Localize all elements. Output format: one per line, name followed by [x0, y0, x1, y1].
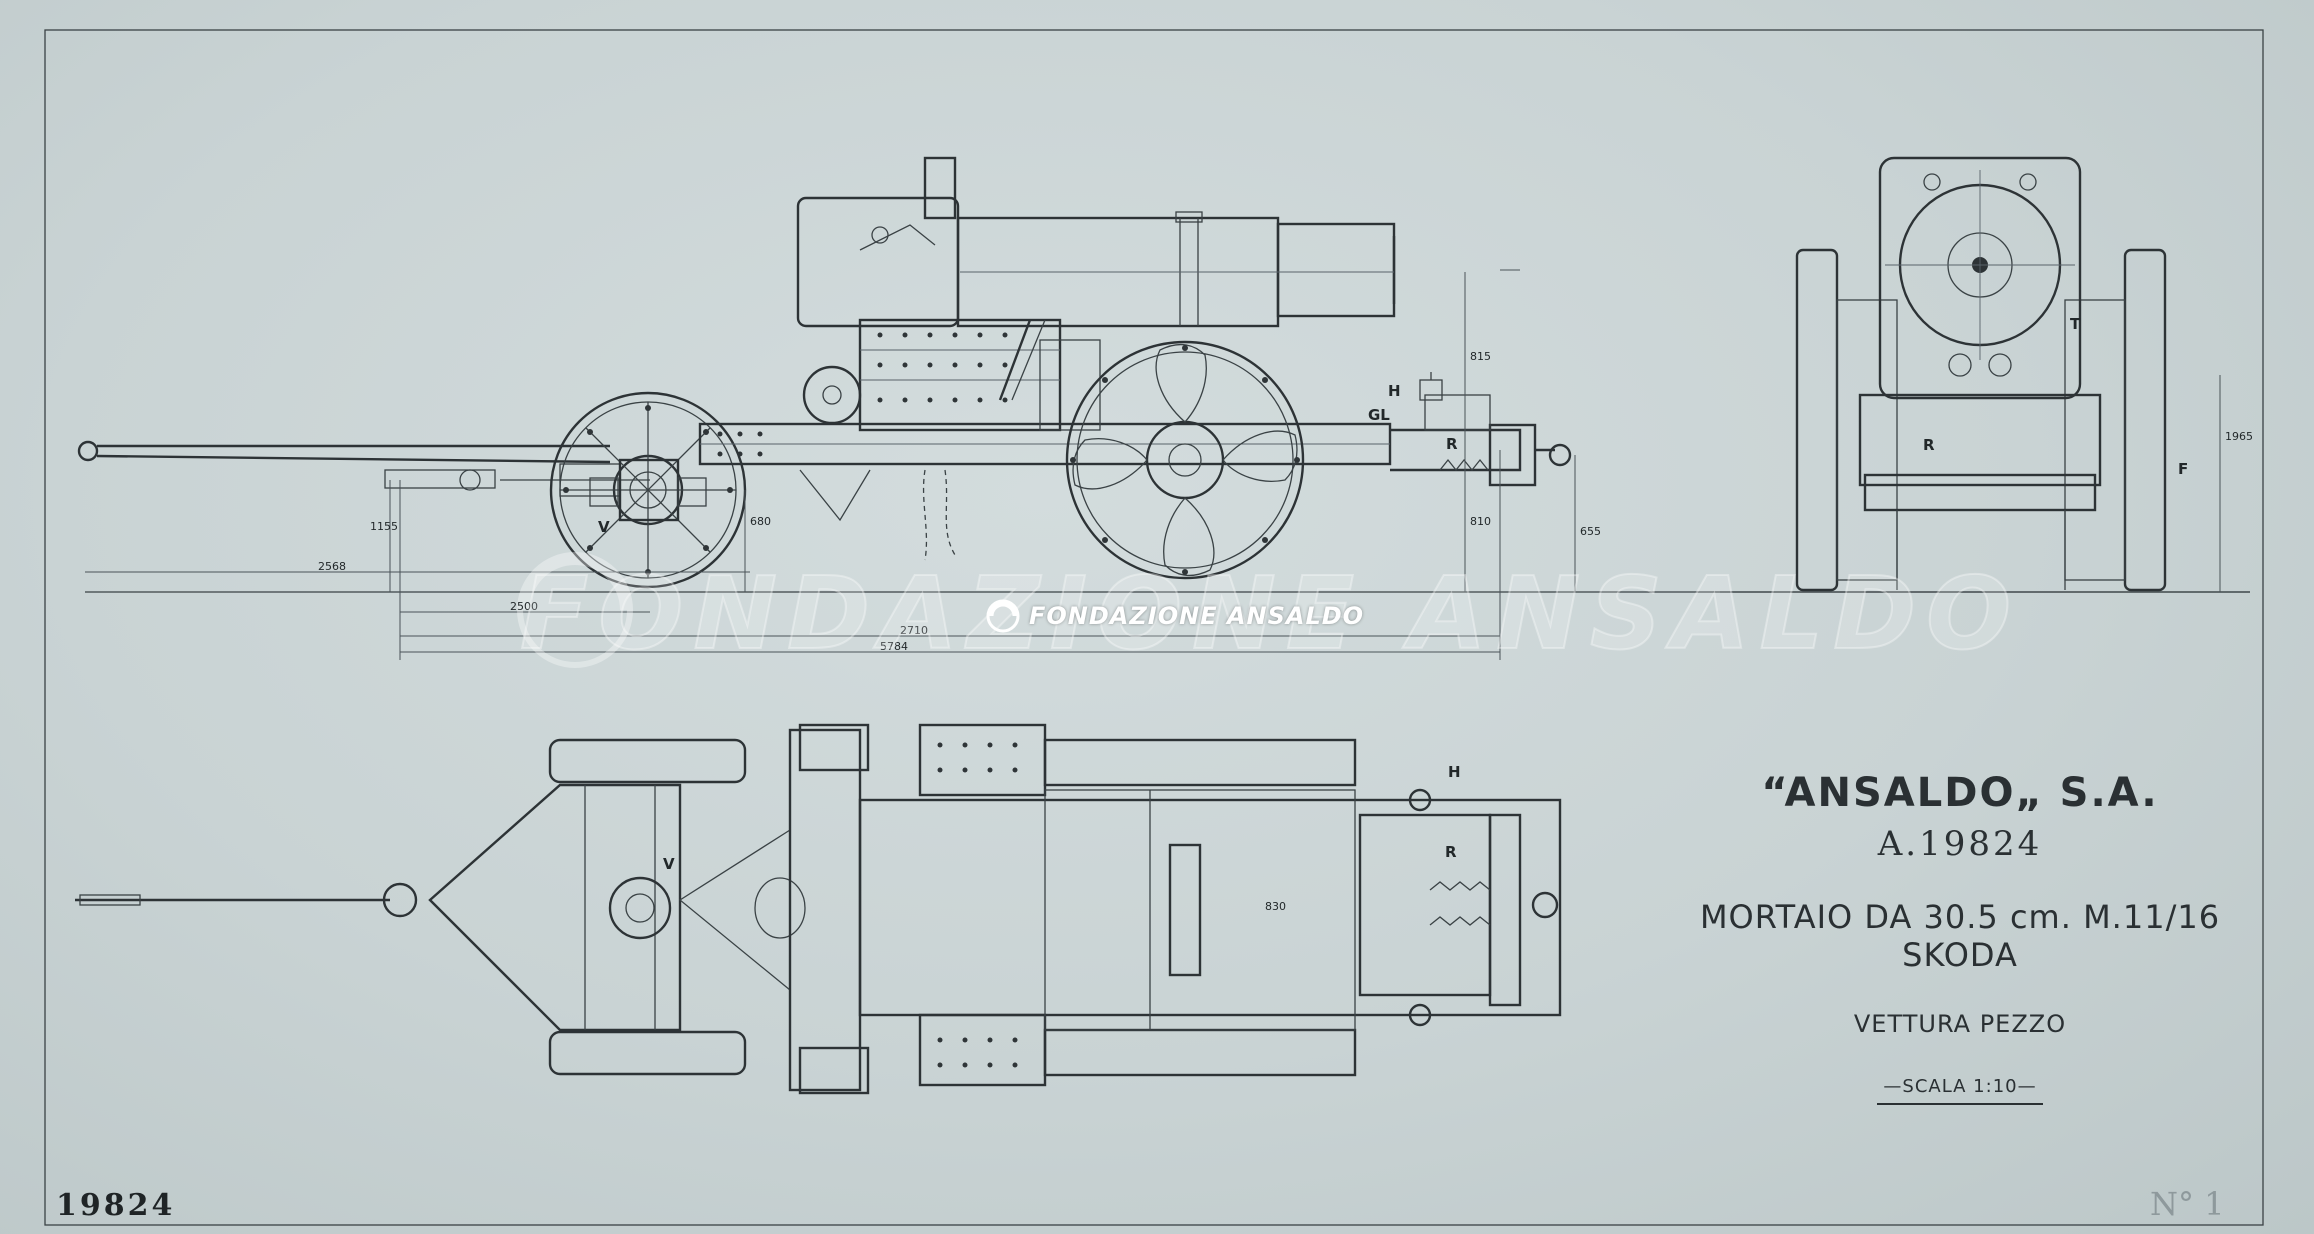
part-label-h-side: H	[1388, 382, 1401, 400]
dim-2568: 2568	[318, 560, 346, 573]
dim-815: 815	[1470, 350, 1491, 363]
part-label-r-front: R	[1923, 436, 1935, 454]
drawing-number: A.19824	[1877, 824, 2043, 864]
watermark-label: FONDAZIONE ANSALDO	[1029, 602, 1365, 630]
part-label-h-plan: H	[1448, 763, 1461, 781]
sheet-border	[44, 29, 2264, 1226]
drawing-scale: SCALA 1:10	[1877, 1076, 2043, 1105]
part-label-r-plan: R	[1445, 843, 1457, 861]
side-dimensions	[85, 269, 1576, 660]
sheet-number: 19824	[56, 1188, 176, 1223]
part-label-v-plan: V	[663, 855, 675, 873]
dim-1155: 1155	[370, 520, 398, 533]
dim-655: 655	[1580, 525, 1601, 538]
title-block: “ANSALDO„ S.A. A.19824 MORTAIO DA 30.5 c…	[1680, 770, 2240, 1105]
chain	[922, 469, 956, 561]
chassis-beam	[698, 318, 1572, 522]
watermark-text: FONDAZIONE ANSALDO	[519, 554, 2022, 673]
plan-springs	[1429, 881, 1491, 926]
dim-810: 810	[1470, 515, 1491, 528]
carriage-wheel	[1065, 340, 1305, 580]
drawing-subtitle: VETTURA PEZZO	[1853, 1010, 2067, 1038]
chassis-rivets	[717, 332, 1008, 457]
watermark-logo: FONDAZIONE ANSALDO	[985, 598, 1364, 634]
part-label-r-side: R	[1446, 435, 1458, 453]
side-elevation-view	[77, 156, 2250, 660]
part-label-f-front: F	[2178, 460, 2189, 478]
company-name: “ANSALDO„ S.A.	[1761, 770, 2159, 816]
dim-2500: 2500	[510, 600, 538, 613]
ansaldo-logo-icon	[986, 599, 1020, 633]
corner-mark: N° 1	[2150, 1185, 2225, 1223]
dim-2710: 2710	[900, 624, 928, 637]
dim-5784: 5784	[880, 640, 908, 653]
front-view	[1720, 156, 2250, 593]
part-label-t-front: T	[2070, 315, 2081, 333]
watermark-emblem	[517, 552, 633, 668]
drawing-title: MORTAIO DA 30.5 cm. M.11/16 SKODA	[1699, 898, 2221, 974]
part-label-v-side: V	[598, 518, 610, 536]
dim-830: 830	[1265, 900, 1286, 913]
part-label-gl-side: GL	[1368, 406, 1390, 424]
plan-view	[75, 723, 1562, 1095]
mortar-barrel	[796, 156, 1396, 401]
dim-680: 680	[750, 515, 771, 528]
dim-1965: 1965	[2225, 430, 2253, 443]
